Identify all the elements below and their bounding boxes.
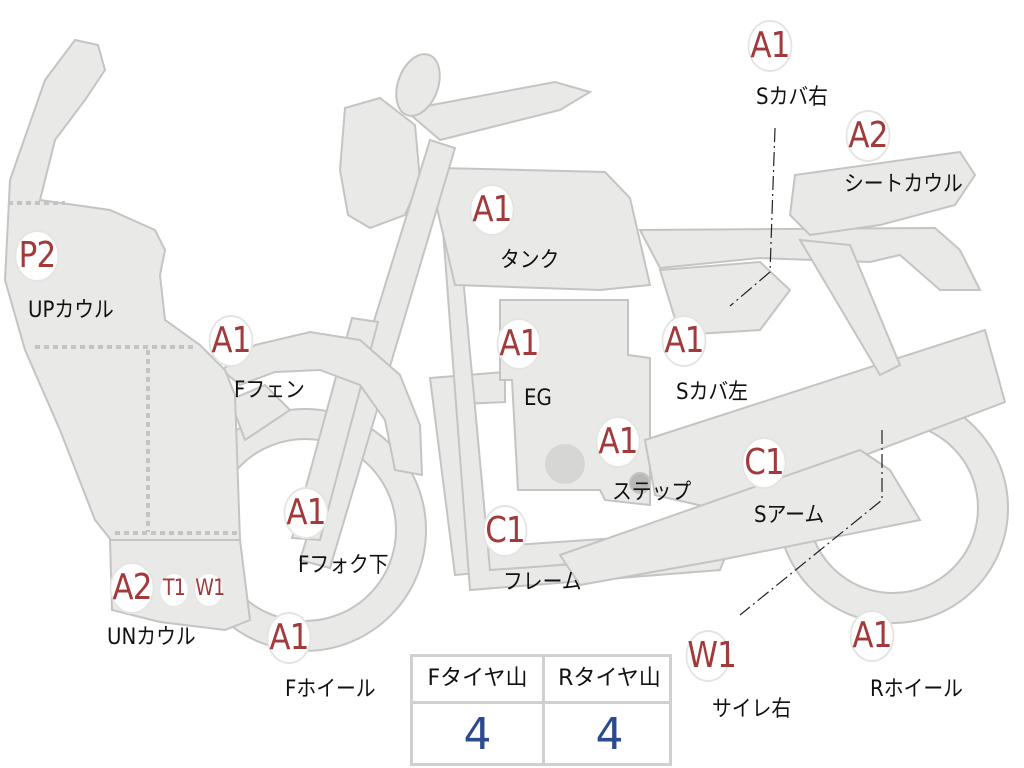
upper-cowl-grade: P2 [14, 230, 60, 282]
s-cover-left-label: Sカバ左 [676, 380, 748, 405]
engine-label: EG [524, 386, 552, 411]
tank-grade: A1 [469, 184, 515, 236]
front-wheel-label: Fホイール [285, 677, 376, 702]
under-cowl-extra-grade-t1: T1 [159, 573, 189, 607]
tank-label: タンク [500, 248, 560, 273]
swing-arm-grade: C1 [741, 437, 787, 489]
front-fender-grade: A1 [208, 315, 254, 367]
upper-cowl-shape [3, 38, 242, 547]
s-cover-left-grade: A1 [661, 315, 707, 367]
front-tire-tread-header: Fタイヤ山 [427, 666, 528, 691]
seat-cowl-label: シートカウル [844, 172, 963, 197]
tire-tread-table: Fタイヤ山 Rタイヤ山 4 4 [410, 654, 672, 766]
rear-wheel-grade: A1 [849, 610, 895, 662]
front-fender-label: Fフェン [234, 378, 305, 403]
rear-wheel-label: Rホイール [870, 677, 963, 702]
muffler-right-grade: W1 [685, 630, 737, 682]
s-cover-right-grade: A1 [747, 20, 793, 72]
front-fork-lower-grade: A1 [283, 487, 329, 539]
frame-label: フレーム [503, 570, 582, 595]
headlight-shape [338, 96, 422, 230]
under-cowl-label: UNカウル [107, 625, 196, 650]
muffler-shape [558, 448, 922, 587]
seat-cowl-grade: A2 [845, 110, 891, 162]
table-divider [413, 701, 669, 704]
muffler-right-label: サイレ右 [712, 697, 792, 722]
rear-tire-tread-header: Rタイヤ山 [558, 666, 661, 691]
front-wheel-grade: A1 [266, 612, 312, 664]
front-fork-lower-label: Fフォク下 [298, 553, 389, 578]
front-tire-tread-value: 4 [463, 709, 492, 760]
front-fender-shape [220, 330, 424, 477]
under-cowl-extra-grade-w1: W1 [194, 573, 225, 607]
leader-line-s-cover-right [729, 127, 776, 307]
upper-cowl-label: UPカウル [28, 298, 114, 323]
swing-arm-label: Sアーム [754, 503, 825, 528]
seat-cowl-shape [788, 150, 977, 237]
engine-grade: A1 [496, 318, 542, 370]
table-divider [542, 657, 545, 763]
step-grade: A1 [595, 416, 641, 468]
rear-tire-tread-value: 4 [595, 709, 624, 760]
s-cover-right-label: Sカバ右 [756, 85, 828, 110]
under-cowl-grade: A2 [109, 562, 155, 614]
frame-grade: C1 [482, 505, 528, 557]
step-label: ステップ [612, 480, 692, 505]
step-shape [629, 472, 651, 494]
